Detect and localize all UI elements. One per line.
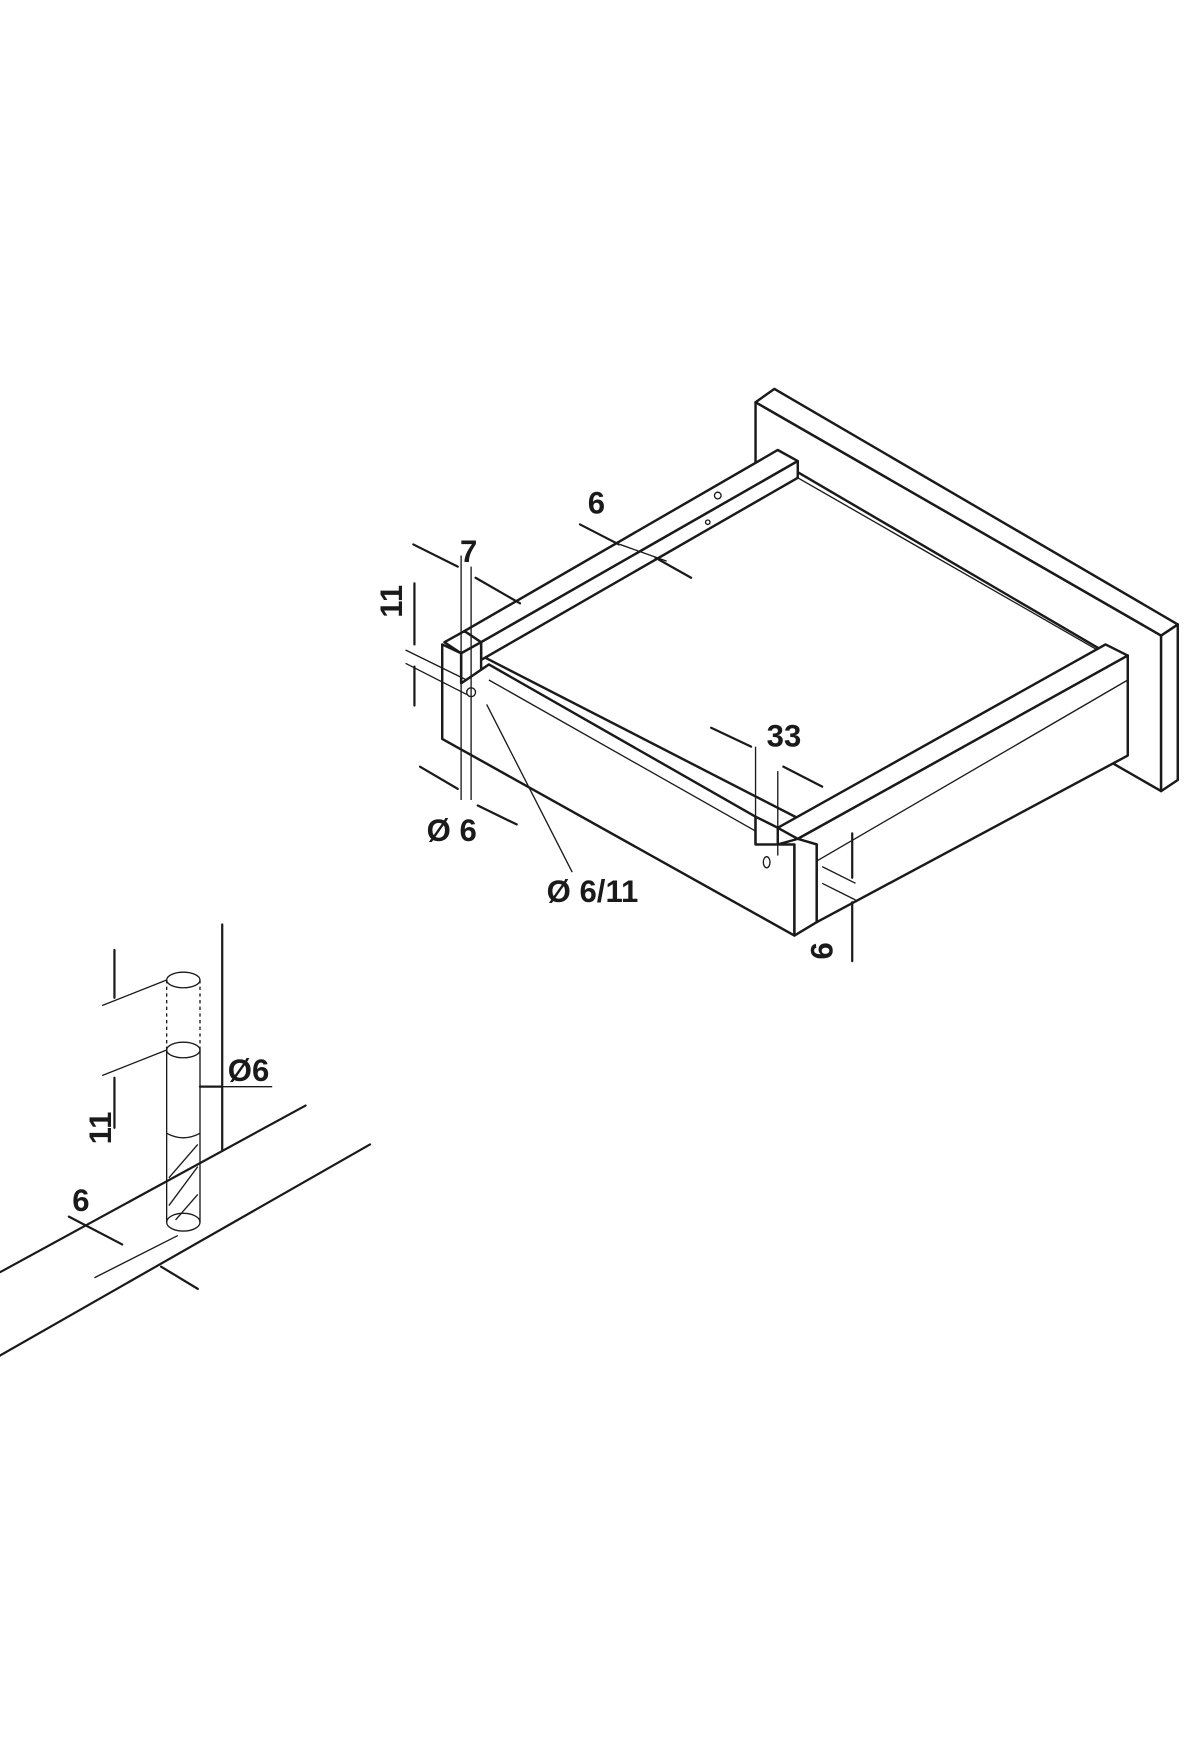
dim-hole-height: 11 <box>374 585 409 618</box>
dim-bottom-offset: 9 <box>804 942 839 959</box>
right-side <box>776 643 1129 937</box>
dim-edge-distance: 6 <box>72 1183 89 1218</box>
dim-drill-depth: 11 <box>83 1112 118 1145</box>
dim-rear-offset: 33 <box>767 719 802 754</box>
dim-hole-diameter-depth: Ø 6/11 <box>547 874 639 909</box>
dim-front-offset: 7 <box>460 534 477 569</box>
dimension-lines <box>405 523 856 963</box>
dim-drill-diameter: Ø6 <box>228 1053 270 1088</box>
drill-bit <box>0 923 372 1357</box>
dim-rail-hole-spacing: 6 <box>588 485 605 520</box>
dim-hole-diameter: Ø 6 <box>427 813 477 848</box>
